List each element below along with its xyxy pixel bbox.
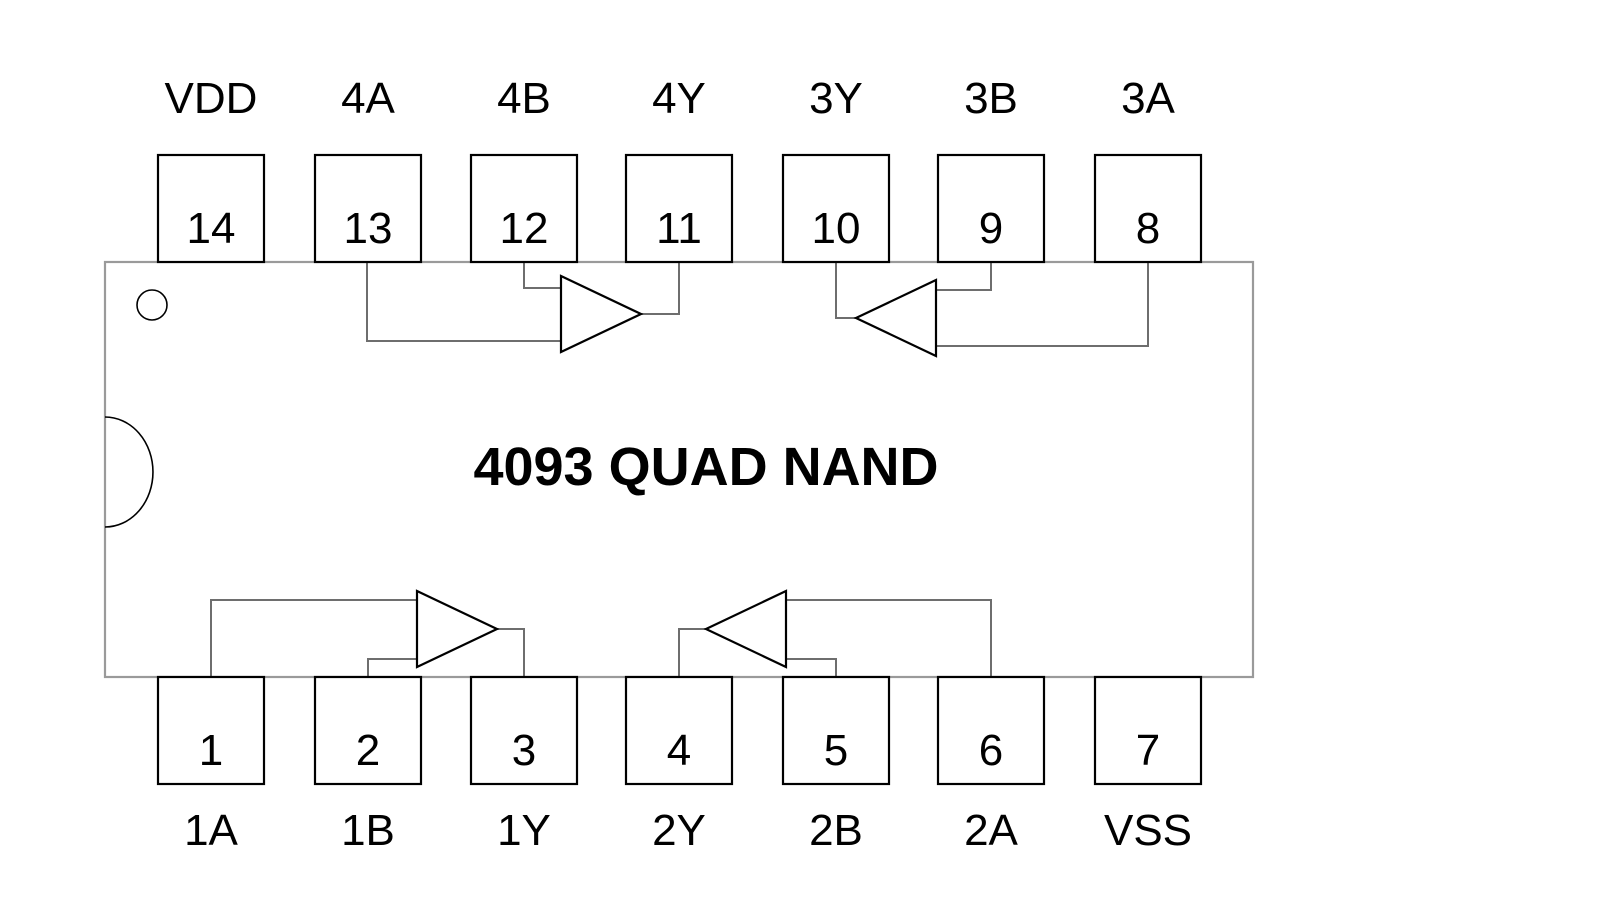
pin-number: 9 — [979, 204, 1003, 253]
pin-box[interactable] — [781, 153, 891, 264]
pin-box[interactable] — [781, 675, 891, 786]
pin-label: 3A — [1121, 74, 1175, 123]
wire-pin6-to-gate2 — [786, 599, 992, 677]
pin-box[interactable] — [936, 153, 1046, 264]
pin-label: VDD — [165, 74, 258, 123]
wire-gate3-to-pin10 — [835, 262, 856, 319]
pin-label: 1Y — [497, 806, 551, 855]
pin-number: 11 — [656, 204, 702, 253]
pin-number: 7 — [1136, 726, 1160, 775]
gate-2-nand-symbol — [703, 589, 788, 669]
pin-number: 2 — [356, 726, 380, 775]
pin-number: 13 — [344, 204, 393, 253]
pin-box[interactable] — [936, 675, 1046, 786]
wire-pin12-to-gate4 — [523, 262, 561, 289]
pin-box[interactable] — [469, 153, 579, 264]
wire-pin13-to-gate4 — [366, 262, 561, 342]
pin-number: 4 — [667, 726, 691, 775]
pin-label: 2B — [809, 806, 863, 855]
pin-box[interactable] — [624, 675, 734, 786]
wire-gate2-to-pin4 — [678, 628, 706, 677]
pin-bottom-5[interactable]: 5 2B — [781, 675, 891, 855]
pin-bottom-4[interactable]: 4 2Y — [624, 675, 734, 855]
pin-number: 14 — [187, 204, 236, 253]
pin-number: 1 — [199, 726, 223, 775]
wire-gate4-to-pin11 — [641, 262, 680, 315]
pin-box[interactable] — [1093, 153, 1203, 264]
pin-box[interactable] — [156, 153, 266, 264]
pin-box[interactable] — [1093, 675, 1203, 786]
pin-top-12[interactable]: 12 4B — [469, 74, 579, 264]
pin-one-dot-icon — [136, 289, 168, 321]
package-notch-icon — [104, 416, 154, 528]
pin-box[interactable] — [469, 675, 579, 786]
pin-bottom-2[interactable]: 2 1B — [313, 675, 423, 855]
pin-number: 8 — [1136, 204, 1160, 253]
wire-pin1-to-gate1 — [210, 599, 417, 677]
pin-top-10[interactable]: 10 3Y — [781, 74, 891, 264]
wire-pin9-to-gate3 — [936, 262, 992, 291]
pin-box[interactable] — [156, 675, 266, 786]
pin-top-9[interactable]: 9 3B — [936, 74, 1046, 264]
pin-top-8[interactable]: 8 3A — [1093, 74, 1203, 264]
pin-label: 2A — [964, 806, 1018, 855]
pin-label: 3B — [964, 74, 1018, 123]
pin-box[interactable] — [313, 675, 423, 786]
pin-number: 5 — [824, 726, 848, 775]
chip-body — [103, 260, 1255, 679]
wire-pin2-to-gate1 — [367, 658, 417, 677]
wire-gate1-to-pin3 — [497, 628, 525, 677]
pin-bottom-7[interactable]: 7 VSS — [1093, 675, 1203, 855]
pin-number: 10 — [812, 204, 861, 253]
pin-box[interactable] — [313, 153, 423, 264]
gate-4-nand-symbol — [559, 274, 644, 354]
pin-label: 4Y — [652, 74, 706, 123]
pin-top-13[interactable]: 13 4A — [313, 74, 423, 264]
pin-bottom-3[interactable]: 3 1Y — [469, 675, 579, 855]
gate-3-nand-symbol — [853, 278, 938, 358]
pin-number: 12 — [500, 204, 549, 253]
pin-number: 6 — [979, 726, 1003, 775]
pin-label: 3Y — [809, 74, 863, 123]
pin-box[interactable] — [624, 153, 734, 264]
pin-label: 2Y — [652, 806, 706, 855]
pin-label: 1B — [341, 806, 395, 855]
chip-title: 4093 QUAD NAND — [473, 437, 938, 497]
pin-label: 4B — [497, 74, 551, 123]
pin-top-14[interactable]: 14 VDD — [156, 74, 266, 264]
wire-pin8-to-gate3 — [936, 262, 1149, 347]
gate-1-nand-symbol — [415, 589, 500, 669]
wire-pin5-to-gate2 — [786, 658, 837, 677]
pin-bottom-1[interactable]: 1 1A — [156, 675, 266, 855]
pin-top-11[interactable]: 11 4Y — [624, 74, 734, 264]
pin-bottom-6[interactable]: 6 2A — [936, 675, 1046, 855]
pin-label: 4A — [341, 74, 395, 123]
pin-label: VSS — [1104, 806, 1192, 855]
pin-number: 3 — [512, 726, 536, 775]
pin-label: 1A — [184, 806, 238, 855]
